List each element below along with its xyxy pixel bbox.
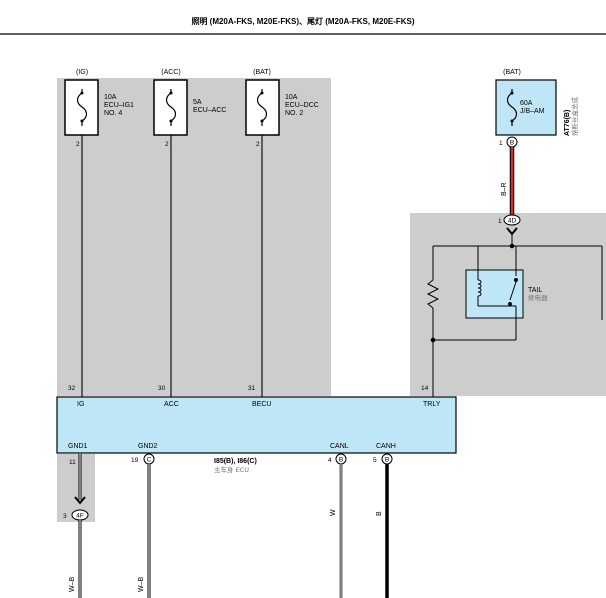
wire-junction-dot <box>509 243 515 249</box>
fuse-name: ECU–ACC <box>193 107 226 114</box>
fuse-terminal <box>80 119 84 123</box>
fuse-name-2: NO. 4 <box>104 110 122 117</box>
main-fuse-code: AT76(B) <box>564 110 571 136</box>
main-fuse-box <box>495 79 557 136</box>
lower-wires: 3 4F W–B W–B W B <box>63 453 389 598</box>
wire-color-label: W–B <box>138 577 145 593</box>
fuse-pin: 2 <box>256 141 260 148</box>
ecu-pin-number: 14 <box>421 385 429 392</box>
fuse-terminal <box>169 91 173 95</box>
relay-coil-icon <box>477 279 482 297</box>
fuse-ecu-acc: (ACC) 5A ECU–ACC 2 <box>153 69 226 148</box>
connector-chevron-icon <box>74 496 86 505</box>
resistor-icon <box>426 279 440 309</box>
ecu-bottom-connectors: 11 19 C 4 B 5 B <box>69 453 393 466</box>
gray-zones <box>57 78 606 522</box>
wire-color-label: W <box>330 509 337 516</box>
connector-label: C <box>147 457 152 464</box>
wire-color-label: B <box>376 511 383 516</box>
fuse-ecu-dcc: (BAT) 10A ECU–DCC NO. 2 2 <box>245 69 319 148</box>
diagram-title: 照明 (M20A-FKS, M20E-FKS)、尾灯 (M20A-FKS, M2… <box>191 16 414 26</box>
fuse-name: ECU–IG1 <box>104 102 134 109</box>
fuse-pin: 2 <box>76 141 80 148</box>
main-fuse-source: (BAT) <box>503 69 521 76</box>
ecu-box <box>56 396 457 454</box>
relay-contact <box>508 302 512 306</box>
fuse-rating: 5A <box>193 99 202 106</box>
ecu-pin-label: CANH <box>376 443 396 450</box>
ecu-pin-label: ACC <box>164 401 179 408</box>
fuse-ig-source: (IG) <box>76 69 88 76</box>
ecu-code: I85(B), I86(C) <box>214 458 257 465</box>
connector-label: B <box>339 457 343 464</box>
ecu-pin-label: BECU <box>252 401 271 408</box>
fuse-rating: 10A <box>285 94 298 101</box>
ecu-pin-label: CANL <box>330 443 349 450</box>
junction-pin: 1 <box>498 218 502 225</box>
wire-gnd1-label-wrap: W–B <box>69 577 76 593</box>
junction-4f-pin: 3 <box>63 513 67 520</box>
main-fuse-code-cn: 熔断丝盒总成 <box>570 97 579 137</box>
relay-contact <box>514 278 518 282</box>
main-fuse-code-label: AT76(B) 熔断丝盒总成 <box>564 97 579 137</box>
ecu-pin-number: 19 <box>131 457 139 464</box>
fuse-icon <box>76 89 88 126</box>
wire-canh-label-wrap: B <box>376 511 383 516</box>
fuse-acc-source: (ACC) <box>161 69 180 76</box>
ecu-pin-label: GND1 <box>68 443 88 450</box>
ecu-name-cn: 主车身 ECU <box>214 465 249 474</box>
fuse-terminal <box>80 91 84 95</box>
fuse-icon <box>165 89 177 126</box>
ecu-pin-label: GND2 <box>138 443 158 450</box>
wire-canl-label-wrap: W <box>330 509 337 516</box>
ecu-pin-number: 31 <box>248 385 256 392</box>
junction-label: 4F <box>76 513 84 520</box>
fuse-terminal <box>260 119 264 123</box>
fuse-box <box>153 79 188 136</box>
junction-label: 4D <box>508 218 517 225</box>
main-body-ecu: 32 IG 30 ACC 31 BECU 14 TRLY GND1 GND2 C… <box>56 385 457 474</box>
relay-box <box>465 269 524 319</box>
ecu-pin-label: TRLY <box>423 401 441 408</box>
fuse-name: ECU–DCC <box>285 102 319 109</box>
ecu-pin-number: 32 <box>68 385 76 392</box>
fuse-rating: 10A <box>104 94 117 101</box>
wire-gnd2-label-wrap: W–B <box>138 577 145 593</box>
junction-oval <box>503 214 521 226</box>
ecu-pin-number: 5 <box>373 457 377 464</box>
ecu-pin-number: 11 <box>69 459 76 466</box>
connector-label: B <box>385 457 389 464</box>
relay-circuit <box>426 234 603 397</box>
fuse-zone-bg <box>57 78 331 396</box>
fuse-bat-source: (BAT) <box>253 69 271 76</box>
ecu-pin-label: IG <box>77 401 84 408</box>
fuse-pin: 2 <box>165 141 169 148</box>
main-fuse-name: J/B–AM <box>520 108 545 115</box>
fuse-terminal <box>510 119 514 123</box>
fuse-box <box>64 79 99 136</box>
fuse-name-2: NO. 2 <box>285 110 303 117</box>
fuse-terminal <box>169 119 173 123</box>
main-fuse-rating: 60A <box>520 100 533 107</box>
wire-color-label: B–R <box>501 182 508 196</box>
relay-switch-icon <box>509 281 517 301</box>
fuse-ecu-ig1: (IG) 10A ECU–IG1 NO. 4 2 <box>64 69 134 148</box>
wire-b-r-label-wrap: B–R <box>501 182 508 196</box>
fuse-icon <box>506 89 518 126</box>
fuse-terminal <box>510 91 514 95</box>
relay-name: TAIL <box>528 287 542 294</box>
relay-name-cn: 继电器 <box>528 293 548 302</box>
wire-color-label: W–B <box>69 577 76 593</box>
main-fuse-conn: B <box>510 140 514 147</box>
ecu-pin-number: 4 <box>328 457 332 464</box>
fuse-terminal <box>260 91 264 95</box>
fuse-wires <box>81 135 263 397</box>
wire-b-r: B–R <box>501 147 515 215</box>
ecu-pin-number: 30 <box>158 385 166 392</box>
wire-junction-dot <box>430 337 436 343</box>
fuse-icon <box>256 89 268 126</box>
main-fuse-am: (BAT) 60A J/B–AM AT76(B) 熔断丝盒总成 1 B <box>495 69 579 148</box>
main-fuse-pin: 1 <box>499 140 503 147</box>
